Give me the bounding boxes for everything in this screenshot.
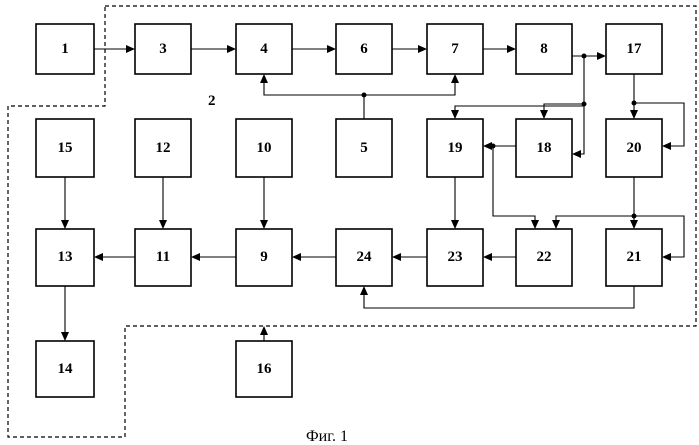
block-10: 10	[236, 119, 292, 177]
block-11: 11	[135, 229, 191, 286]
block-16-label: 16	[257, 361, 273, 377]
block-23: 23	[427, 229, 483, 286]
block-13: 13	[36, 229, 94, 286]
figure-caption: Фиг. 1	[306, 428, 348, 445]
block-23-label: 23	[448, 249, 463, 265]
block-9: 9	[236, 229, 292, 286]
block-5: 5	[336, 119, 392, 177]
block-1: 1	[36, 24, 94, 74]
block-8-label: 8	[540, 41, 548, 57]
block-4: 4	[236, 24, 292, 74]
block-19-label: 19	[448, 140, 463, 156]
block-12: 12	[135, 119, 191, 177]
block-14-label: 14	[58, 361, 74, 377]
block-17: 17	[606, 24, 662, 74]
block-13-label: 13	[58, 249, 73, 265]
block-10-label: 10	[257, 140, 272, 156]
block-20: 20	[606, 119, 662, 177]
block-3-label: 3	[159, 41, 167, 57]
wire-21-to-24	[364, 286, 634, 308]
block-4-label: 4	[260, 41, 268, 57]
block-5-label: 5	[360, 140, 368, 156]
block-7-label: 7	[451, 41, 459, 57]
wire-to-18-right	[573, 104, 584, 154]
wire-to-19-top	[455, 104, 584, 118]
wire-5-to-7	[364, 75, 455, 95]
block-15: 15	[36, 119, 94, 177]
block-9-label: 9	[260, 249, 268, 265]
block-7: 7	[427, 24, 483, 74]
block-21: 21	[606, 229, 662, 286]
junction-5	[362, 93, 367, 98]
block-8: 8	[516, 24, 572, 74]
wire-to-22-right	[556, 216, 634, 228]
block-21-label: 21	[627, 249, 642, 265]
block-19: 19	[427, 119, 483, 177]
block-24-label: 24	[357, 249, 373, 265]
block-11-label: 11	[156, 249, 170, 265]
block-18-label: 18	[537, 140, 552, 156]
block-16: 16	[236, 341, 292, 397]
block-3: 3	[135, 24, 191, 74]
block-20-label: 20	[627, 140, 642, 156]
block-1-label: 1	[61, 41, 69, 57]
block-12-label: 12	[156, 140, 171, 156]
block-6: 6	[336, 24, 392, 74]
block-22: 22	[516, 229, 572, 286]
block-6-label: 6	[360, 41, 368, 57]
block-18: 18	[516, 119, 572, 177]
block-15-label: 15	[58, 140, 73, 156]
region-2-label: 2	[208, 93, 216, 109]
block-24: 24	[336, 229, 392, 286]
block-22-label: 22	[537, 249, 552, 265]
block-17-label: 17	[627, 41, 643, 57]
wire-5-to-4	[264, 75, 364, 95]
block-14: 14	[36, 341, 94, 397]
